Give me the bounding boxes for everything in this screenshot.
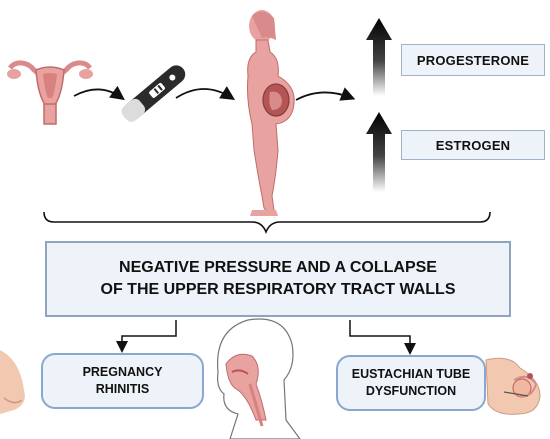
progesterone-label: PROGESTERONE bbox=[401, 44, 545, 76]
estrogen-increase-arrow bbox=[366, 112, 392, 192]
uterus-icon bbox=[7, 60, 93, 125]
eustachian-line-1: EUSTACHIAN TUBE bbox=[351, 367, 471, 381]
pregnant-woman-icon bbox=[247, 10, 295, 216]
progesterone-increase-arrow bbox=[366, 18, 392, 96]
eustachian-tube-dysfunction-box: EUSTACHIAN TUBE DYSFUNCTION bbox=[336, 355, 486, 411]
eustachian-line-2: DYSFUNCTION bbox=[365, 384, 457, 398]
pregnancy-rhinitis-box: PREGNANCY RHINITIS bbox=[41, 353, 204, 409]
pregnancy-test-icon bbox=[121, 65, 186, 122]
flow-arrow-1 bbox=[73, 85, 125, 101]
connector-arrow-eustachian bbox=[349, 320, 416, 355]
flow-arrow-3 bbox=[295, 87, 356, 101]
airway-head-icon bbox=[216, 318, 301, 439]
summary-brace bbox=[43, 211, 491, 235]
main-effect-box: NEGATIVE PRESSURE AND A COLLAPSE OF THE … bbox=[45, 241, 511, 317]
rhinitis-line-1: PREGNANCY bbox=[82, 365, 163, 379]
rhinitis-line-2: RHINITIS bbox=[95, 382, 150, 396]
connector-arrow-rhinitis bbox=[116, 320, 177, 353]
main-effect-line-1: NEGATIVE PRESSURE AND A COLLAPSE bbox=[119, 259, 437, 276]
flow-arrow-2 bbox=[175, 86, 236, 100]
main-effect-line-2: OF THE UPPER RESPIRATORY TRACT WALLS bbox=[100, 281, 456, 298]
nose-icon bbox=[0, 350, 25, 414]
estrogen-label: ESTROGEN bbox=[401, 130, 545, 160]
ear-icon bbox=[485, 357, 541, 415]
